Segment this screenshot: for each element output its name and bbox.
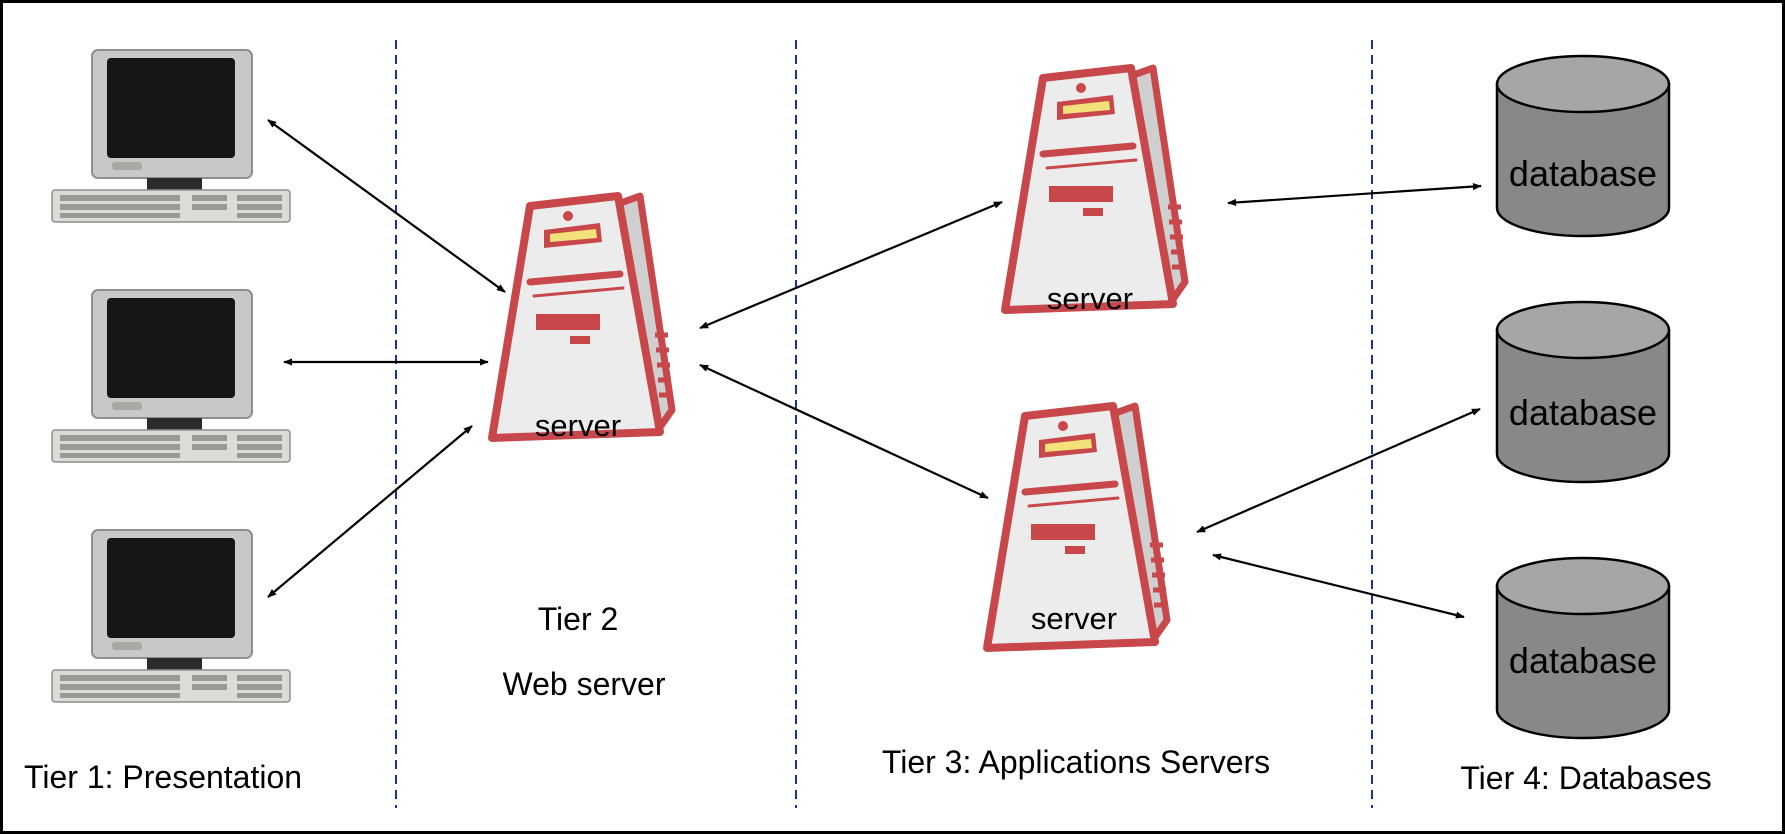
client-computer-3 xyxy=(51,529,291,703)
tier-3-label: Tier 3: Applications Servers xyxy=(882,744,1270,780)
database-2: database xyxy=(1495,300,1671,484)
arrow-webserver-appserver1 xyxy=(699,200,1003,330)
client-computer-1 xyxy=(51,49,291,223)
app-server-2-label: server xyxy=(1031,601,1117,636)
tier-1-label: Tier 1: Presentation xyxy=(24,759,302,795)
connection-arrows xyxy=(267,119,1482,619)
arrow-client1-webserver xyxy=(267,119,506,293)
tier-2-subtitle: Web server xyxy=(502,666,665,702)
web-server-label: server xyxy=(535,408,621,443)
app-server-1: server xyxy=(1005,68,1185,316)
arrow-appserver1-db1 xyxy=(1227,182,1482,207)
arrow-client3-webserver xyxy=(267,425,473,598)
tier-4-label: Tier 4: Databases xyxy=(1460,760,1711,796)
arrow-appserver2-db2 xyxy=(1196,407,1481,534)
tier-2-title: Tier 2 xyxy=(538,601,619,637)
app-server-2: server xyxy=(987,406,1167,648)
database-3: database xyxy=(1495,556,1671,740)
database-1: database xyxy=(1495,54,1671,238)
client-computer-2 xyxy=(51,289,291,463)
arrow-webserver-appserver2 xyxy=(699,364,989,499)
database-1-label: database xyxy=(1509,153,1657,194)
app-server-1-label: server xyxy=(1047,281,1133,316)
arrow-appserver2-db3 xyxy=(1212,553,1465,619)
database-3-label: database xyxy=(1509,640,1657,681)
database-2-label: database xyxy=(1509,392,1657,433)
web-server: server xyxy=(492,196,672,443)
